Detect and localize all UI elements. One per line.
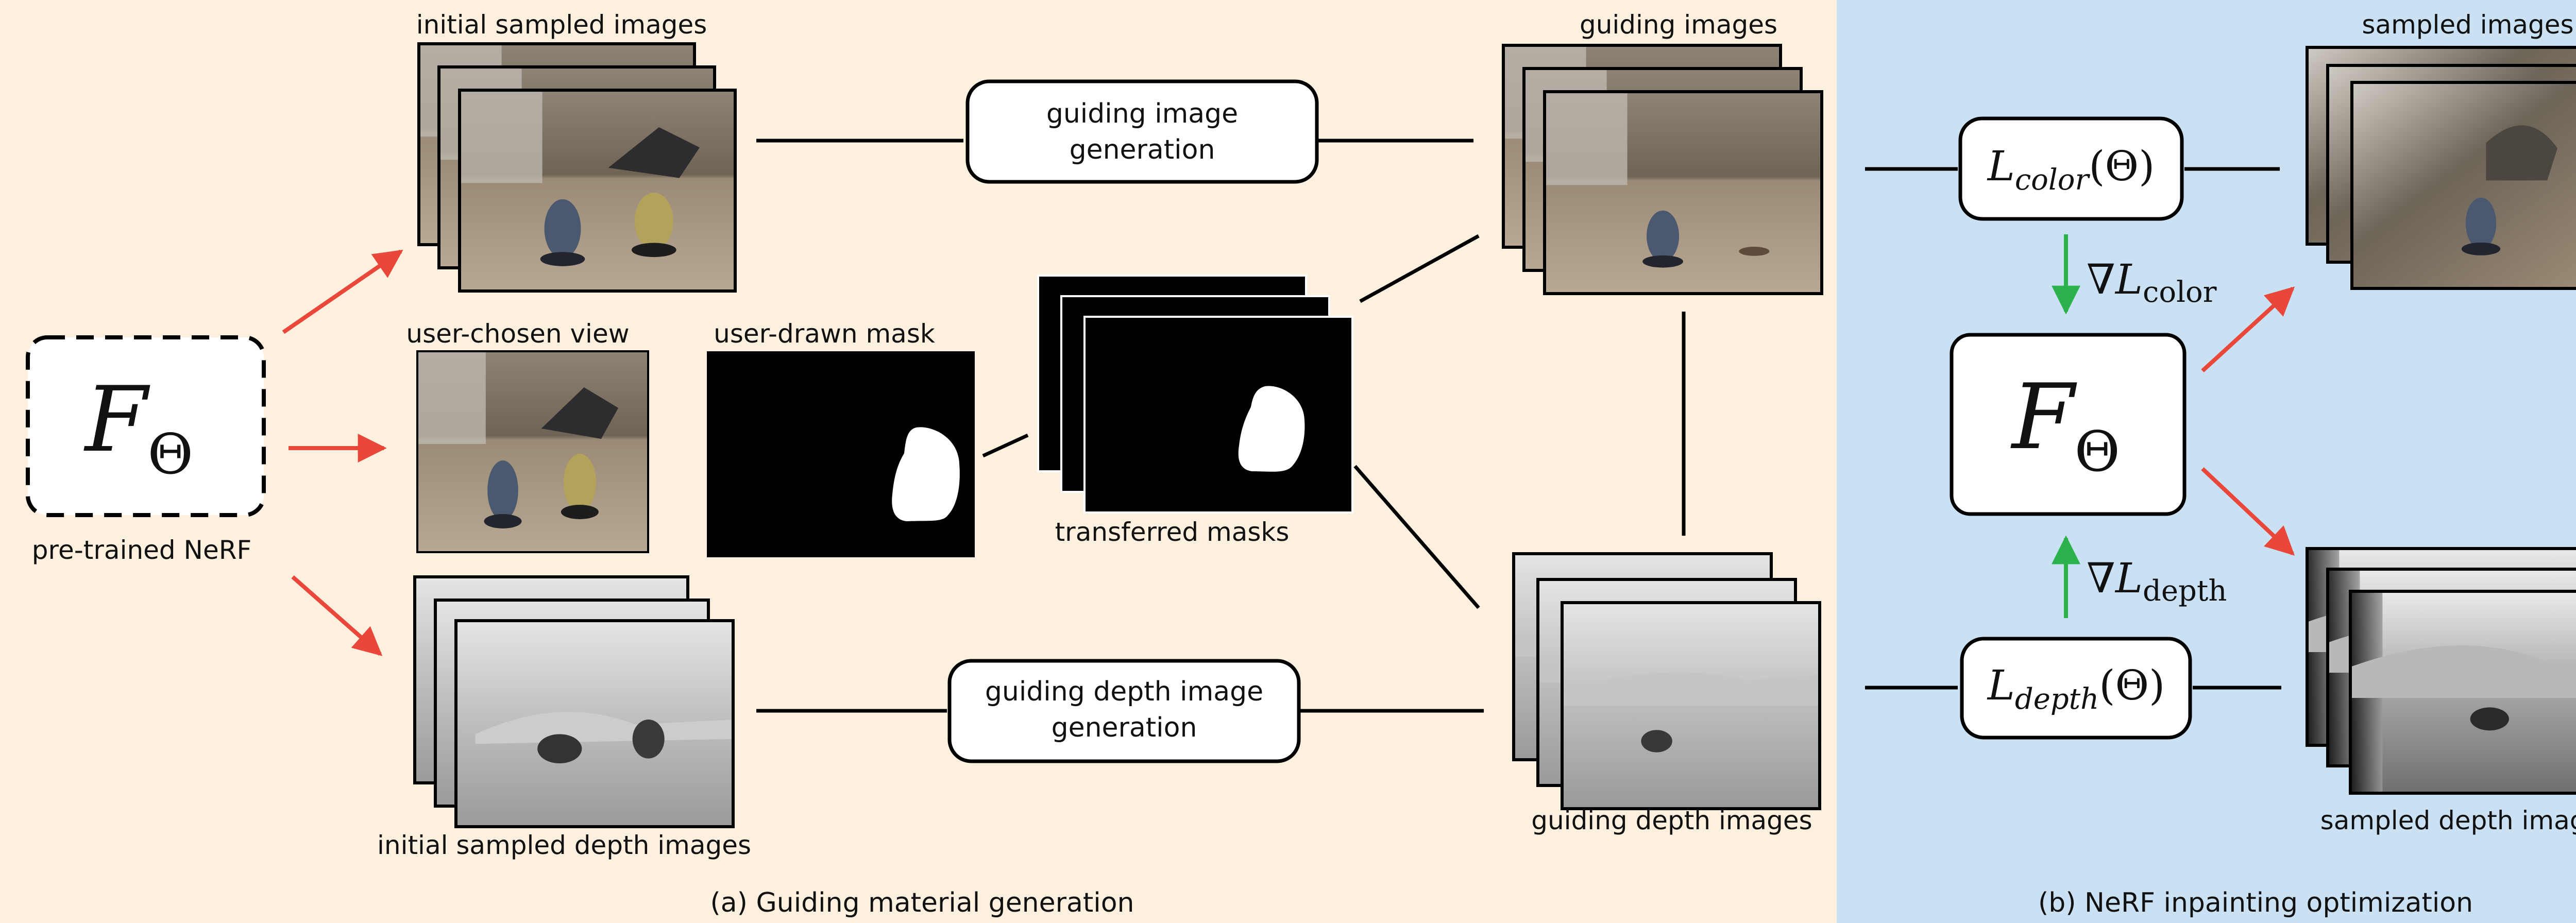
sampled-depth-images-stack — [2306, 547, 2576, 795]
label-guiding-depth-images: guiding depth images — [1531, 806, 1812, 835]
guiding-depth-generation-line1: guiding depth image — [985, 676, 1263, 707]
guiding-images-stack — [1502, 44, 1823, 295]
sampled-images-stack — [2306, 46, 2576, 290]
arrow-mask-to-transferred — [982, 433, 1029, 458]
loss-depth-label: Ldepth(Θ) — [1987, 661, 2165, 716]
guiding-image-generation-box — [965, 79, 1319, 184]
initial-depth-images-stack — [413, 575, 735, 828]
red-arrow-to-sampled-images — [2201, 286, 2295, 372]
pretrained-nerf-box — [26, 335, 266, 517]
loss-color-box — [1958, 116, 2184, 221]
loss-color-label: Lcolor(Θ) — [1987, 142, 2155, 197]
grad-color-label: ∇Lcolor — [2087, 255, 2217, 309]
red-arrow-to-initial-images — [282, 249, 403, 334]
user-drawn-mask-image — [707, 351, 975, 557]
label-sampled-depth-images: sampled depth images — [2320, 806, 2576, 835]
transferred-masks-stack — [1037, 275, 1353, 514]
label-initial-depth-images: initial sampled depth images — [377, 830, 751, 860]
caption-panel-a: (a) Guiding material generation — [710, 887, 1134, 918]
label-guiding-images: guiding images — [1580, 10, 1777, 40]
nerf-optimized-box — [1950, 333, 2187, 516]
grad-depth-label: ∇Ldepth — [2087, 554, 2227, 608]
guiding-image-generation-line1: guiding image — [1046, 98, 1238, 129]
label-initial-sampled-images: initial sampled images — [416, 10, 707, 40]
nerf-symbol-a: FΘ — [83, 368, 193, 487]
arrow-masks-to-guiding-depth — [1353, 465, 1480, 609]
guiding-depth-generation-box — [947, 659, 1301, 763]
arrow-masks-to-guiding-images — [1359, 234, 1480, 303]
label-user-drawn-mask: user-drawn mask — [714, 319, 935, 349]
red-arrow-to-sampled-depth — [2201, 467, 2295, 556]
label-user-chosen-view: user-chosen view — [406, 319, 629, 349]
initial-sampled-images-stack — [417, 42, 737, 293]
label-sampled-images: sampled images — [2362, 10, 2573, 40]
user-chosen-view-image — [416, 350, 649, 553]
red-arrow-to-depth-images — [291, 575, 383, 656]
guiding-image-generation-line2: generation — [1070, 134, 1215, 165]
loss-depth-box — [1960, 637, 2192, 740]
guiding-depth-generation-line2: generation — [1052, 712, 1197, 743]
nerf-symbol-b: FΘ — [2010, 365, 2120, 484]
label-pretrained-nerf: pre-trained NeRF — [32, 535, 251, 565]
guiding-depth-images-stack — [1512, 552, 1821, 810]
caption-panel-b: (b) NeRF inpainting optimization — [2038, 887, 2473, 918]
label-transferred-masks: transferred masks — [1055, 517, 1290, 547]
